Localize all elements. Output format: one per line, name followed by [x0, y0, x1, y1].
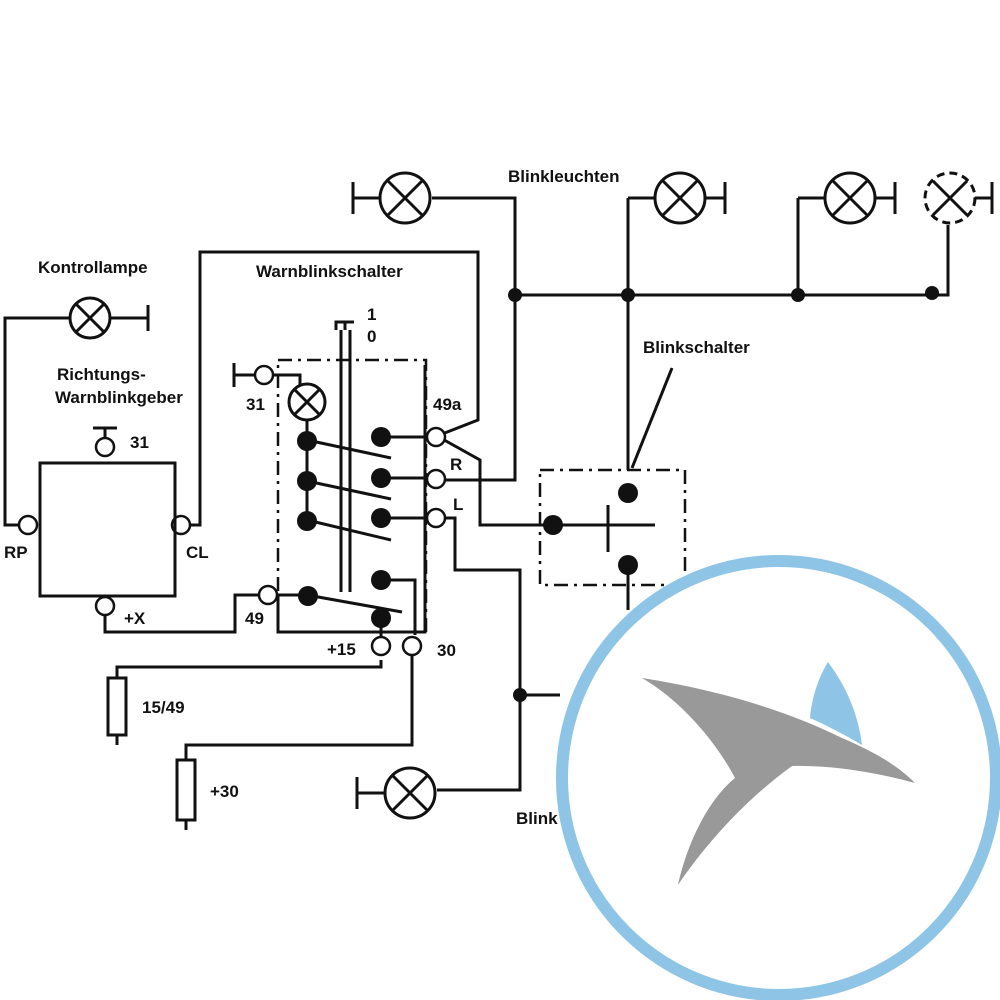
label-CL: CL — [186, 543, 209, 562]
kontrollampe-icon — [68, 296, 150, 340]
switch-lever — [334, 320, 354, 592]
label-fuse-15-49: 15/49 — [142, 698, 185, 717]
label-31-geber: 31 — [130, 433, 149, 452]
lamp-optional-icon — [923, 171, 994, 225]
label-31-switch: 31 — [246, 395, 265, 414]
switch-blades — [306, 438, 655, 614]
label-richtungs-1: Richtungs- — [57, 365, 146, 384]
blinkschalter-box — [538, 468, 687, 587]
fuse-15-49 — [106, 676, 128, 737]
fuse-30 — [175, 758, 197, 822]
watermark-logo — [556, 555, 1000, 1000]
label-plus-15: +15 — [327, 640, 356, 659]
label-plus-x: +X — [124, 609, 146, 628]
lamp-icon — [653, 171, 727, 225]
label-richtungs-2: Warnblinkgeber — [55, 388, 183, 407]
switch-lamp-icon — [287, 382, 327, 422]
label-warnblinkschalter: Warnblinkschalter — [256, 262, 403, 281]
label-pos-1: 1 — [367, 305, 376, 324]
contacts — [297, 427, 638, 628]
labels: Blinkleuchten Kontrollampe Warnblinkscha… — [4, 167, 750, 828]
label-49: 49 — [245, 609, 264, 628]
lamp-icon — [351, 171, 432, 225]
label-kontrollampe: Kontrollampe — [38, 258, 148, 277]
label-49a: 49a — [433, 395, 462, 414]
label-pos-0: 0 — [367, 327, 376, 346]
label-blinkleuchten-bottom: Blink — [516, 809, 558, 828]
label-blinkleuchten-top: Blinkleuchten — [508, 167, 619, 186]
label-fuse-30: +30 — [210, 782, 239, 801]
label-L: L — [453, 495, 463, 514]
richtungs-warnblinkgeber-box — [38, 461, 177, 598]
label-RP: RP — [4, 543, 28, 562]
bird-wing-blue — [810, 662, 862, 745]
terminals — [17, 364, 447, 657]
blinkschalter-leader — [630, 367, 674, 469]
bird-body-gray — [642, 678, 915, 885]
label-30: 30 — [437, 641, 456, 660]
warnblinkschalter-box — [276, 358, 428, 634]
label-blinkschalter: Blinkschalter — [643, 338, 750, 357]
lamp-icon — [355, 766, 437, 820]
lamp-icon — [823, 171, 897, 225]
label-R: R — [450, 455, 462, 474]
junction-dots — [508, 286, 939, 702]
